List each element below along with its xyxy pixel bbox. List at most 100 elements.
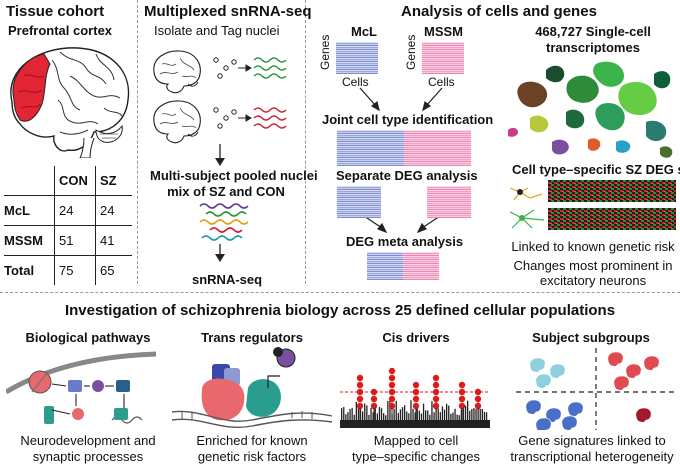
joint-blue-heatmap — [337, 130, 404, 166]
cis-peak-dot — [412, 381, 420, 389]
cis-bar — [431, 401, 433, 420]
cis-bar — [410, 400, 412, 420]
cis-peak-dot — [432, 374, 440, 382]
cis-peak-dot — [432, 395, 440, 403]
pooled-line1: Multi-subject pooled nuclei — [150, 168, 318, 183]
cis-bar — [460, 409, 462, 420]
cis-peak-dot — [458, 402, 466, 410]
cis-bar — [366, 405, 368, 420]
cis-peak-dot — [356, 381, 364, 389]
trans-regulators-illustration — [172, 347, 332, 428]
cis-bar — [452, 412, 454, 420]
cis-bar — [395, 400, 397, 420]
cis-bar — [404, 405, 406, 420]
cis-bar — [433, 412, 435, 420]
cells-axis-label-mssm: Cells — [428, 75, 455, 89]
transcriptomes-line1: 468,727 Single-cell — [535, 24, 651, 39]
cis-bar — [443, 409, 446, 420]
cis-bar — [475, 408, 477, 420]
cis-bar — [446, 403, 448, 420]
cis-bar — [378, 407, 381, 420]
brain-illustration — [10, 47, 130, 158]
cis-bar — [458, 415, 460, 420]
mssm-label: MSSM — [424, 24, 463, 39]
cis-bar — [462, 405, 465, 420]
cis-bar — [364, 403, 366, 420]
joint-identification-label: Joint cell type identification — [322, 112, 494, 127]
table-corner-cell — [4, 166, 55, 196]
cis-bar — [370, 408, 372, 420]
multiplexed-title: Multiplexed snRNA-seq — [144, 3, 312, 20]
genes-axis-label-mssm: Genes — [404, 34, 418, 70]
cis-peak-dot — [388, 402, 396, 410]
panel-title-pathways: Biological pathways — [25, 330, 151, 345]
cis-bar — [418, 410, 420, 420]
mssm-heatmap — [422, 42, 464, 74]
subject-brain-icon — [643, 355, 660, 371]
table-row: Total 75 65 — [4, 255, 132, 285]
cis-bar — [425, 410, 427, 420]
snrna-seq-label: snRNA-seq — [192, 272, 263, 287]
nuclei-tagging-illustration — [153, 50, 287, 166]
cis-bar — [429, 414, 431, 420]
table-row: MSSM 51 41 — [4, 225, 132, 256]
cis-bar — [401, 407, 404, 420]
cis-drivers-illustration — [340, 367, 490, 428]
separate-deg-label: Separate DEG analysis — [336, 168, 478, 183]
cis-bar — [427, 410, 429, 420]
investigation-title: Investigation of schizophrenia biology a… — [64, 302, 616, 319]
row-label: MSSM — [4, 225, 55, 256]
panel-title-trans: Trans regulators — [201, 330, 303, 345]
cis-bar — [406, 411, 408, 420]
cis-peak-dot — [412, 395, 420, 403]
cis-peak-dot — [474, 395, 482, 403]
cis-bar — [345, 414, 347, 420]
mcl-heatmap — [336, 42, 378, 74]
cis-bar — [385, 415, 387, 420]
analysis-title: Analysis of cells and genes — [401, 3, 597, 20]
cohort-table: CON SZ McL 24 24 MSSM 51 41 Total 75 65 — [4, 166, 132, 285]
horizontal-divider — [0, 292, 680, 293]
cis-peak-dot — [474, 402, 482, 410]
pathways-illustration — [6, 351, 157, 424]
cis-bar — [469, 410, 471, 420]
cis-bar — [393, 408, 395, 420]
cis-peak-dot — [388, 374, 396, 382]
cis-peak-dot — [370, 388, 378, 396]
risk-caption: Linked to known genetic risk — [511, 239, 675, 254]
subject-brain-icon — [635, 407, 652, 423]
cis-bar — [420, 413, 423, 420]
row-label: McL — [4, 195, 55, 226]
cis-bar — [372, 412, 374, 420]
caption-trans-2: genetic risk factors — [197, 449, 307, 464]
cis-bar — [389, 400, 391, 420]
cis-bar — [362, 411, 364, 420]
row-label: Total — [4, 255, 55, 285]
deg-meta-label: DEG meta analysis — [346, 234, 464, 249]
sz-value: 65 — [100, 263, 115, 278]
cells-axis-label-mcl: Cells — [342, 75, 369, 89]
table-header-row: CON SZ — [4, 166, 132, 196]
header-con: CON — [54, 166, 96, 196]
cis-bar — [368, 414, 370, 420]
cis-peak-dot — [356, 374, 364, 382]
cis-peak-dot — [356, 395, 364, 403]
section-divider-2 — [305, 0, 306, 284]
cis-bar — [359, 409, 362, 420]
subject-brain-icon — [535, 417, 552, 430]
caption-subgroups-2: transcriptional heterogeneity — [510, 449, 674, 464]
tissue-cohort-title: Tissue cohort — [6, 3, 105, 20]
prefrontal-cortex-label: Prefrontal cortex — [8, 23, 113, 38]
con-value: 51 — [54, 225, 96, 256]
panel-title-subgroups: Subject subgroups — [532, 330, 650, 345]
subject-brain-icon — [535, 373, 552, 389]
cis-peak-dot — [388, 395, 396, 403]
subject-brain-icon — [607, 351, 624, 367]
mcl-label: McL — [351, 24, 377, 39]
cis-bar — [485, 412, 488, 420]
cis-bar — [351, 407, 353, 420]
joint-pink-heatmap — [404, 130, 471, 166]
meta-pink-heatmap — [403, 252, 439, 280]
cis-bar — [464, 405, 467, 420]
header-sz: SZ — [100, 173, 117, 188]
